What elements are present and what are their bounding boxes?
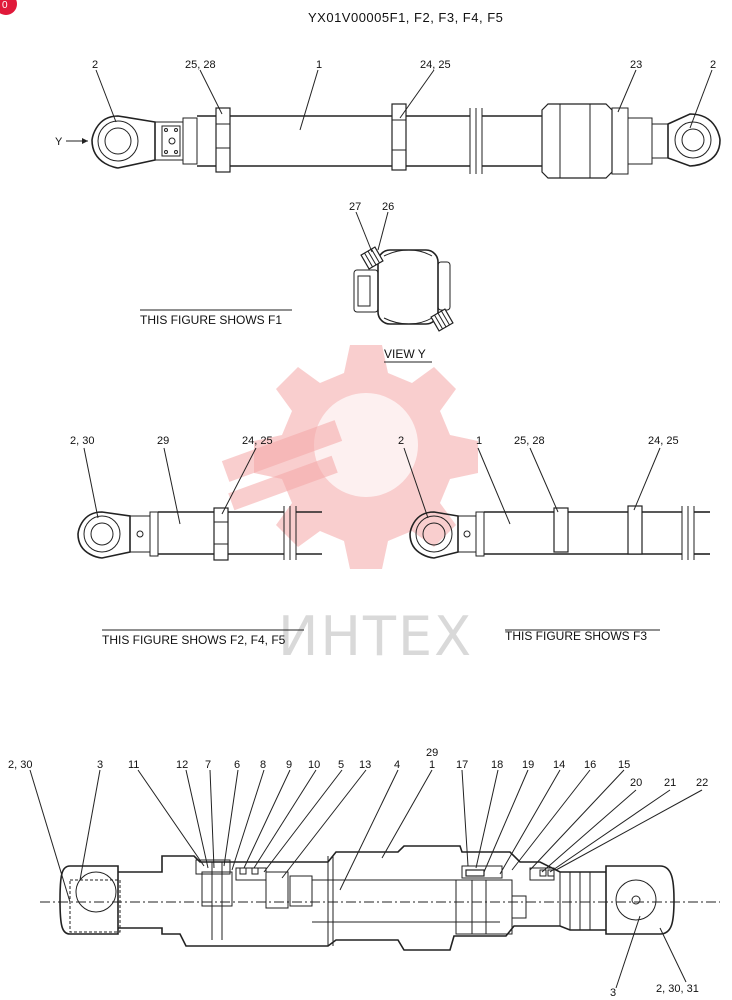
- label-1-f3: 1: [476, 435, 482, 447]
- label-29: 29: [157, 435, 169, 447]
- label-sec-5: 5: [338, 759, 344, 771]
- corner-badge-text: 0: [2, 0, 8, 11]
- figure-f2-f4-f5: 2, 30 29 24, 25: [70, 435, 322, 561]
- caption-f1: THIS FIGURE SHOWS F1: [140, 313, 282, 327]
- label-sec-19: 19: [522, 759, 534, 771]
- view-y: 27 26: [349, 201, 454, 332]
- label-25-28: 25, 28: [185, 59, 216, 71]
- label-25-28-f3: 25, 28: [514, 435, 545, 447]
- label-sec-4: 4: [394, 759, 400, 771]
- label-sec-7: 7: [205, 759, 211, 771]
- caption-f3: THIS FIGURE SHOWS F3: [505, 629, 647, 643]
- label-sec-15: 15: [618, 759, 630, 771]
- label-24-25: 24, 25: [420, 59, 451, 71]
- label-26: 26: [382, 201, 394, 213]
- watermark-text: ИНТЕХ: [278, 605, 473, 668]
- label-sec-13: 13: [359, 759, 371, 771]
- corner-badge: [0, 0, 17, 15]
- label-24-25-f3: 24, 25: [648, 435, 679, 447]
- label-sec-9: 9: [286, 759, 292, 771]
- watermark-logo: [221, 345, 478, 569]
- label-sec-3-right: 3: [610, 987, 616, 999]
- label-2-f3: 2: [398, 435, 404, 447]
- label-sec-2-30-31: 2, 30, 31: [656, 983, 699, 995]
- label-sec-12: 12: [176, 759, 188, 771]
- figure-f1: Y 2 25, 28 1 24, 25 23 2: [55, 59, 721, 179]
- label-27: 27: [349, 201, 361, 213]
- cylinder-head: [541, 103, 613, 179]
- label-23: 23: [630, 59, 642, 71]
- label-sec-11: 11: [128, 759, 139, 771]
- label-1: 1: [316, 59, 322, 71]
- label-sec-14: 14: [553, 759, 565, 771]
- clamp-25-28: [215, 107, 231, 173]
- label-sec-16: 16: [584, 759, 596, 771]
- view-arrow-label: Y: [55, 136, 63, 148]
- right-rod-eye: [667, 113, 721, 167]
- label-sec-3: 3: [97, 759, 103, 771]
- left-rod-eye: [91, 115, 198, 169]
- label-sec-6: 6: [234, 759, 240, 771]
- caption-view-y: VIEW Y: [384, 347, 426, 361]
- label-sec-20: 20: [630, 777, 642, 789]
- label-2-left: 2: [92, 59, 98, 71]
- label-24-25-left: 24, 25: [242, 435, 273, 447]
- label-sec-17: 17: [456, 759, 468, 771]
- label-sec-2-30: 2, 30: [8, 759, 32, 771]
- label-sec-18: 18: [491, 759, 503, 771]
- clamp-24-25: [391, 103, 407, 171]
- section-view: 2, 30 3 11 12 7 6 8 9 10 5 13 4 29 1 17 …: [8, 747, 720, 999]
- caption-f2-f4-f5: THIS FIGURE SHOWS F2, F4, F5: [102, 633, 286, 647]
- label-2-30: 2, 30: [70, 435, 94, 447]
- label-sec-21: 21: [664, 777, 676, 789]
- label-sec-29: 29: [426, 747, 438, 759]
- label-sec-1: 1: [429, 759, 435, 771]
- label-sec-10: 10: [308, 759, 320, 771]
- diagram-title: YX01V00005F1, F2, F3, F4, F5: [308, 10, 503, 25]
- figure-f3: 2 1 25, 28 24, 25: [398, 435, 710, 560]
- label-2-right: 2: [710, 59, 716, 71]
- label-sec-22: 22: [696, 777, 708, 789]
- label-sec-8: 8: [260, 759, 266, 771]
